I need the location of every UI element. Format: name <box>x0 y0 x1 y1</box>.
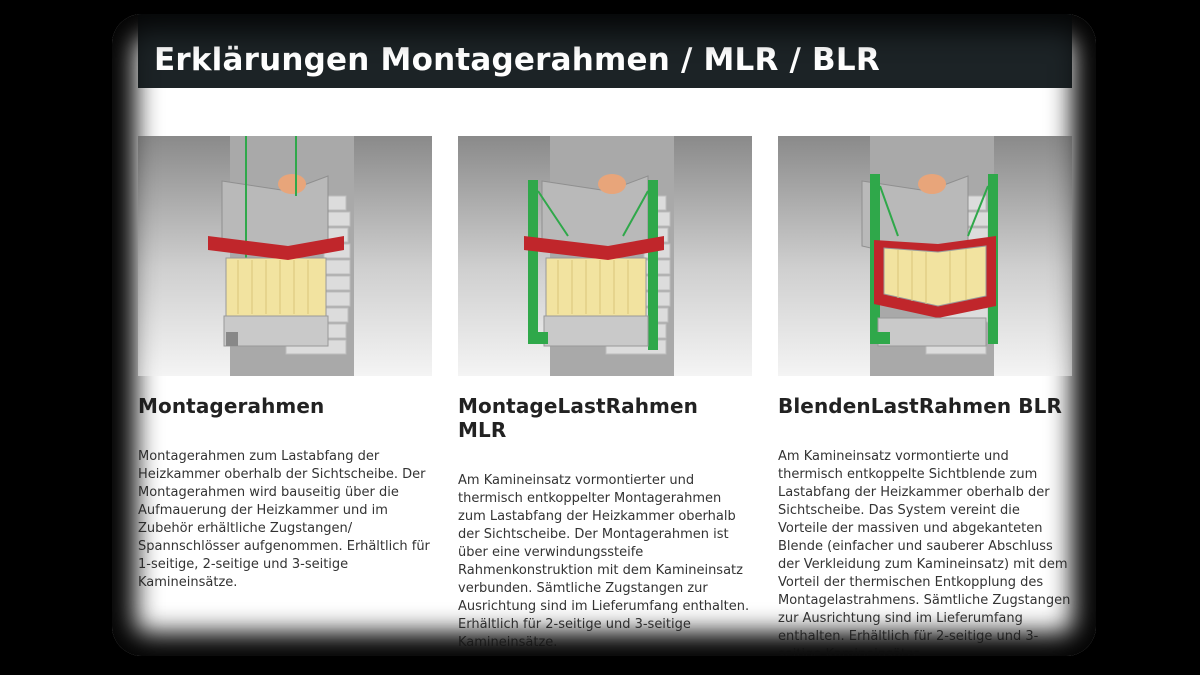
fireplace-blr-diagram-icon <box>778 136 1072 376</box>
card-title: Montagerahmen <box>138 394 325 418</box>
slide-screen: Erklärungen Montagerahmen / MLR / BLR <box>112 14 1096 656</box>
page-title: Erklärungen Montagerahmen / MLR / BLR <box>154 42 880 78</box>
card-title: MontageLastRahmen MLR <box>458 394 699 442</box>
card-description: Am Kamineinsatz vormontierter und thermi… <box>458 473 750 650</box>
fireplace-frame-diagram-icon <box>138 136 432 376</box>
card-description: Am Kamineinsatz vormontierte und thermis… <box>778 449 1071 656</box>
card-mlr: MontageLastRahmen MLR Am Kamineinsatz vo… <box>458 136 752 652</box>
card-montagerahmen: Montagerahmen Montagerahmen zum Lastabfa… <box>138 136 432 592</box>
fireplace-mlr-diagram-icon <box>458 136 752 376</box>
card-title: BlendenLastRahmen BLR <box>778 394 1062 418</box>
card-description: Montagerahmen zum Lastabfang der Heizkam… <box>138 449 430 590</box>
title-bar: Erklärungen Montagerahmen / MLR / BLR <box>138 14 1072 88</box>
card-blr: BlendenLastRahmen BLR Am Kamineinsatz vo… <box>778 136 1072 656</box>
